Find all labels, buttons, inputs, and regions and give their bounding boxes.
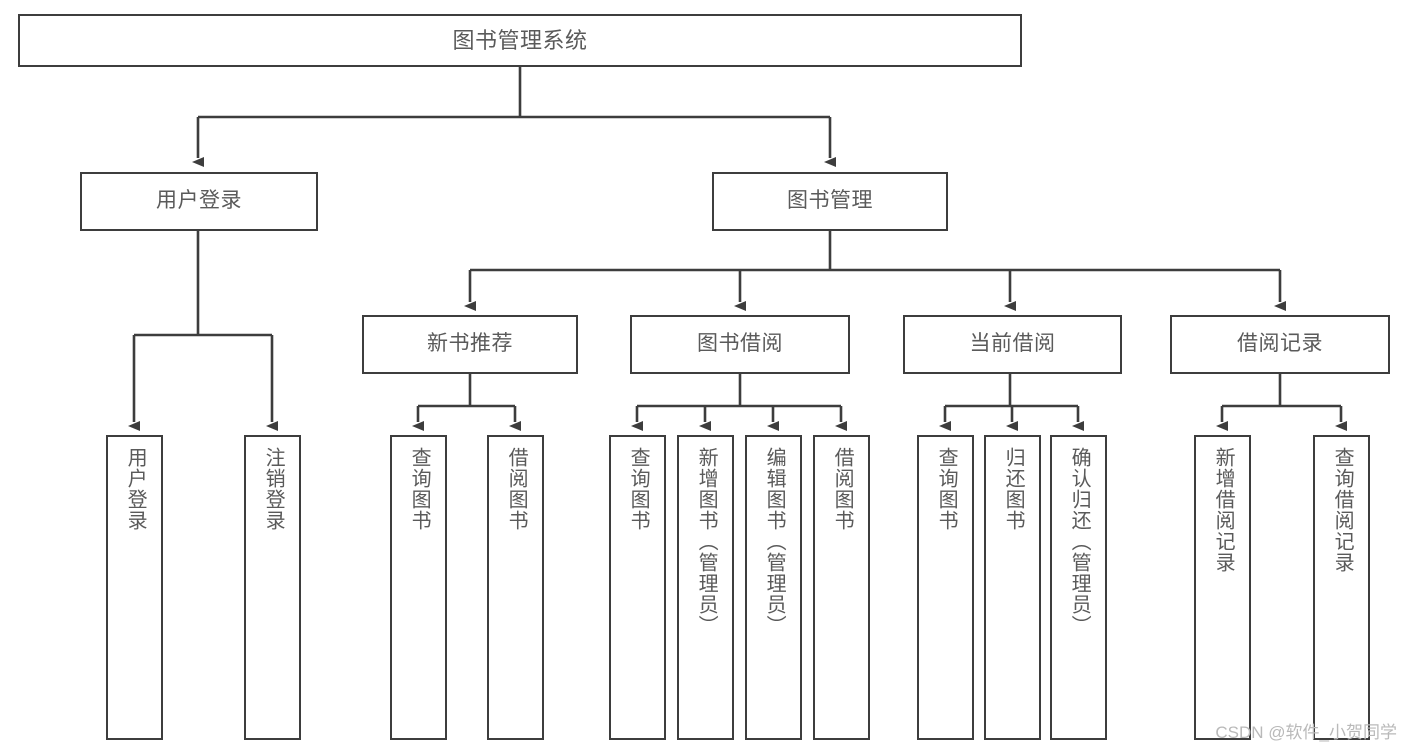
leaf-logout[interactable]: 注销登录 <box>244 435 301 740</box>
node-label: 注销登录 <box>262 447 285 531</box>
node-label: 图书管理 <box>787 189 873 213</box>
node-label: 借阅记录 <box>1237 332 1323 356</box>
node-label: 新增图书（管理员） <box>695 447 718 636</box>
node-borrow-records[interactable]: 借阅记录 <box>1170 315 1390 374</box>
node-user-login[interactable]: 用户登录 <box>80 172 318 231</box>
node-label: 图书管理系统 <box>452 27 588 53</box>
leaf-records-query-record[interactable]: 查询借阅记录 <box>1313 435 1370 740</box>
leaf-user-login[interactable]: 用户登录 <box>106 435 163 740</box>
node-label: 归还图书 <box>1002 447 1025 531</box>
node-root-system[interactable]: 图书管理系统 <box>18 14 1022 67</box>
node-label: 借阅图书 <box>505 447 528 531</box>
leaf-records-add-record[interactable]: 新增借阅记录 <box>1194 435 1251 740</box>
node-label: 用户登录 <box>124 447 147 531</box>
node-label: 当前借阅 <box>969 332 1056 356</box>
node-book-management[interactable]: 图书管理 <box>712 172 948 231</box>
leaf-borrow-query-book[interactable]: 查询图书 <box>609 435 666 740</box>
node-book-borrow[interactable]: 图书借阅 <box>630 315 850 374</box>
node-label: 借阅图书 <box>831 447 854 531</box>
node-label: 新增借阅记录 <box>1212 447 1235 573</box>
node-label: 查询图书 <box>627 447 650 531</box>
leaf-current-return-book[interactable]: 归还图书 <box>984 435 1041 740</box>
node-label: 查询图书 <box>935 447 958 531</box>
node-new-book-recommend[interactable]: 新书推荐 <box>362 315 578 374</box>
leaf-borrow-add-book[interactable]: 新增图书（管理员） <box>677 435 734 740</box>
node-current-borrow[interactable]: 当前借阅 <box>903 315 1122 374</box>
node-label: 用户登录 <box>156 189 242 213</box>
node-label: 查询图书 <box>408 447 431 531</box>
node-label: 确认归还（管理员） <box>1068 447 1091 636</box>
leaf-current-query-book[interactable]: 查询图书 <box>917 435 974 740</box>
watermark: CSDN @软件_小贺同学 <box>1215 723 1397 742</box>
leaf-current-confirm-return[interactable]: 确认归还（管理员） <box>1050 435 1107 740</box>
leaf-borrow-borrow-book[interactable]: 借阅图书 <box>813 435 870 740</box>
node-label: 编辑图书（管理员） <box>763 447 786 636</box>
node-label: 新书推荐 <box>427 332 513 356</box>
node-label: 查询借阅记录 <box>1331 447 1354 573</box>
node-label: 图书借阅 <box>697 332 783 356</box>
leaf-recommend-borrow-book[interactable]: 借阅图书 <box>487 435 544 740</box>
leaf-recommend-query-book[interactable]: 查询图书 <box>390 435 447 740</box>
leaf-borrow-edit-book[interactable]: 编辑图书（管理员） <box>745 435 802 740</box>
